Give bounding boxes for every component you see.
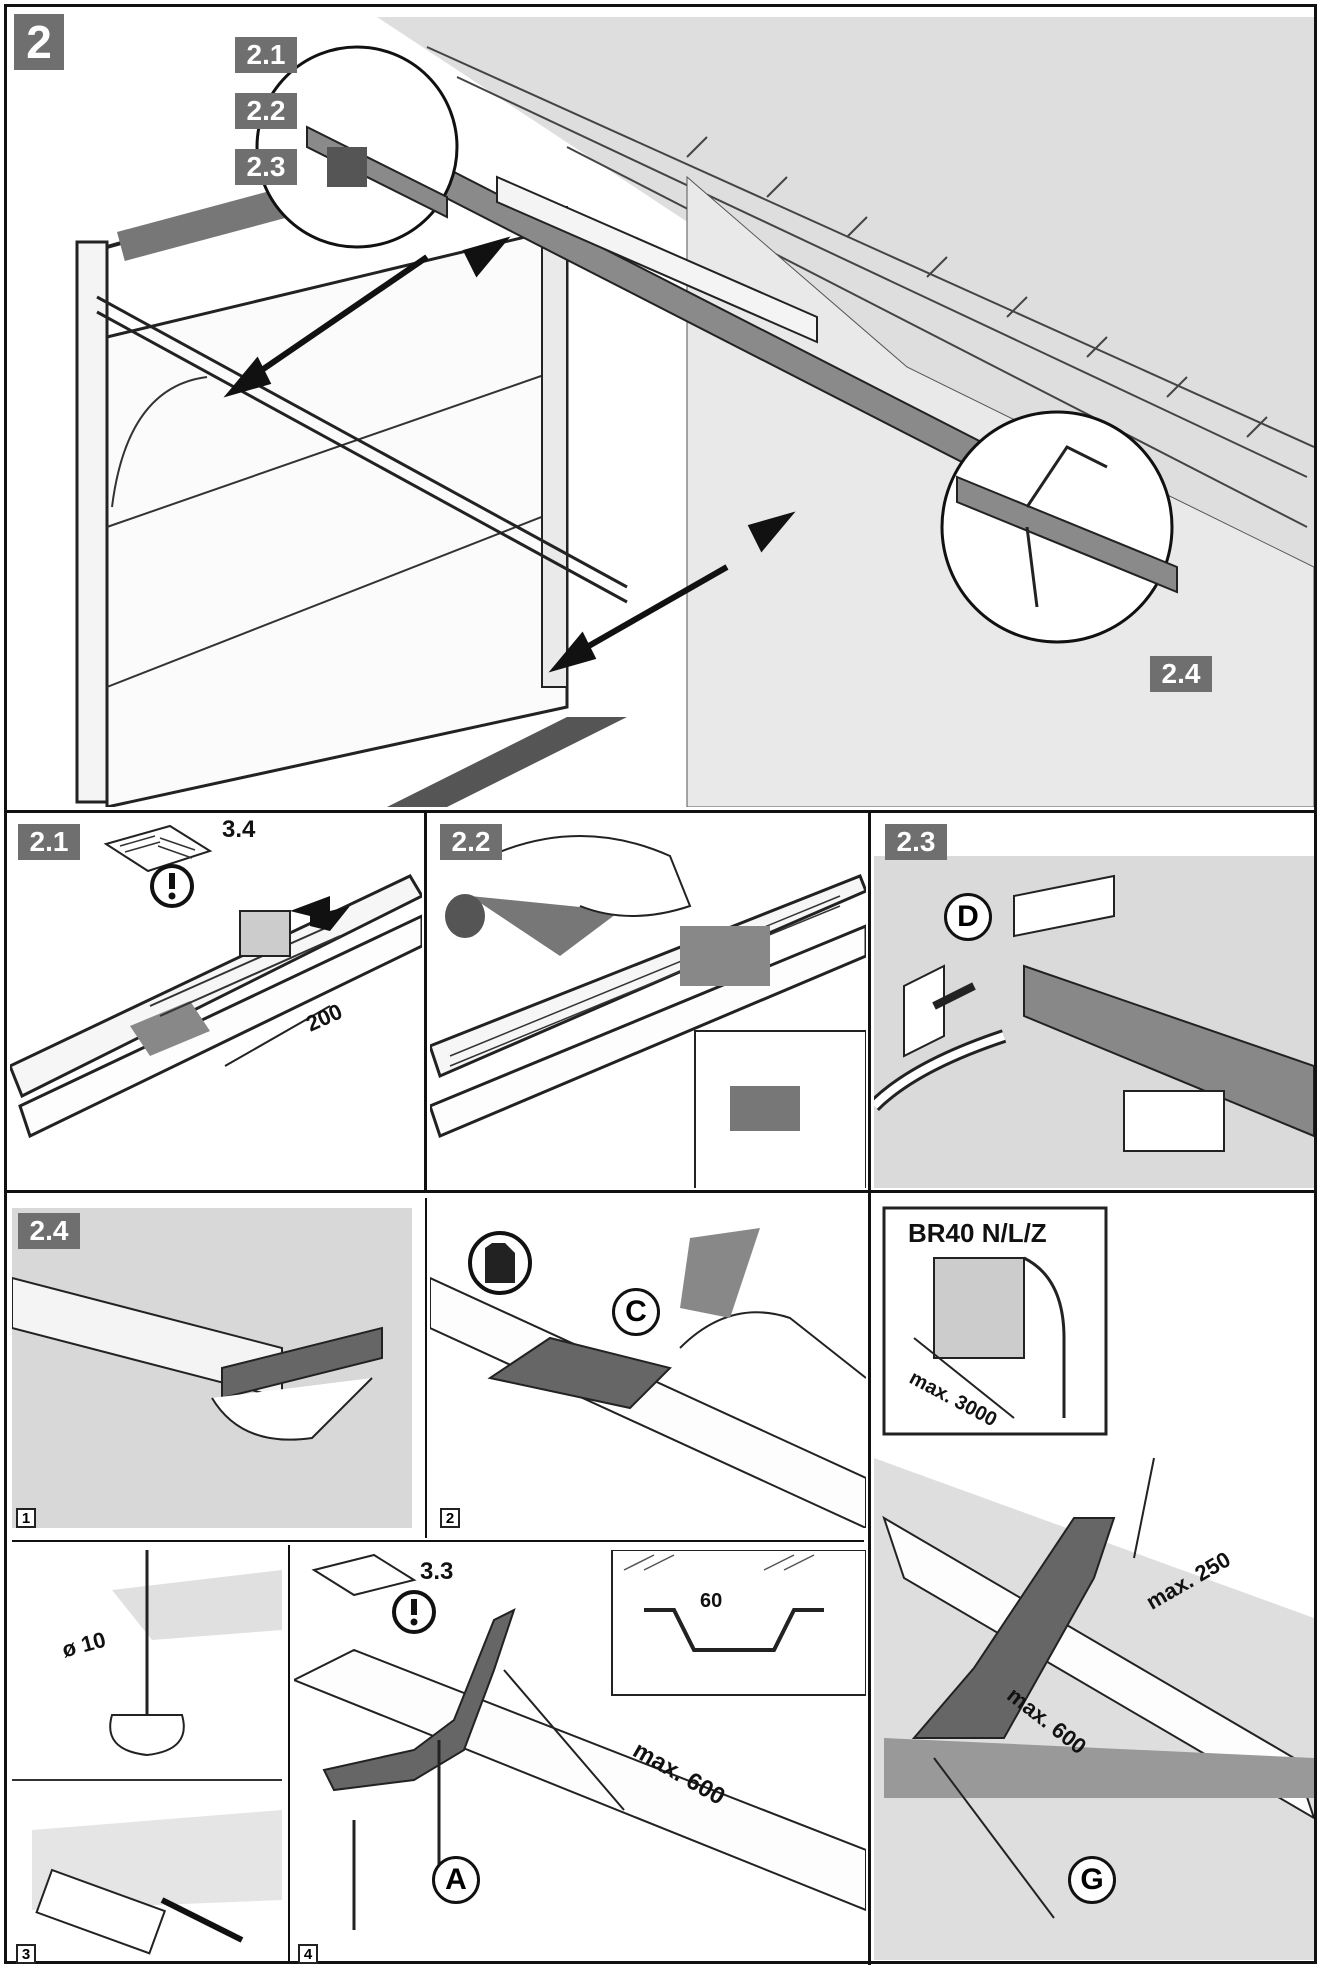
divider-2-4-step-1-2 — [425, 1198, 427, 1538]
panel-2-3-illustration — [874, 856, 1314, 1188]
step-number-3: 3 — [16, 1944, 36, 1964]
substep-tag-2-2: 2.2 — [235, 93, 297, 129]
panel-2-2-illustration — [430, 835, 866, 1188]
gloves-icon — [468, 1231, 532, 1295]
spacing-60: 60 — [700, 1590, 723, 1612]
divider-mid — [4, 1190, 1317, 1193]
warning-icon — [150, 864, 194, 908]
panel-2-4-ref: 3.3 — [420, 1558, 454, 1585]
divider-2-4-rows — [12, 1540, 864, 1542]
panel-br40-illustration — [874, 1206, 1314, 1960]
panel-2-4-tag: 2.4 — [18, 1213, 80, 1249]
panel-2-1-ref: 3.4 — [222, 816, 256, 843]
substep-tag-2-3: 2.3 — [235, 149, 297, 185]
panel-2-4-step-4-illustration — [294, 1550, 866, 1930]
part-label-d: D — [944, 893, 992, 941]
part-label-g: G — [1068, 1856, 1116, 1904]
step-number-4: 4 — [298, 1944, 318, 1964]
substep-tag-2-4: 2.4 — [1150, 656, 1212, 692]
divider-main — [4, 810, 1317, 813]
divider-2-2 — [868, 810, 871, 1192]
part-label-a: A — [432, 1856, 480, 1904]
step-2-tag: 2 — [14, 14, 64, 70]
main-illustration — [75, 17, 1314, 807]
panel-2-1-illustration — [10, 824, 422, 1139]
step-number-1: 1 — [16, 1508, 36, 1528]
figure-frame — [4, 4, 1317, 1964]
substep-tag-2-1: 2.1 — [235, 37, 297, 73]
panel-2-4-step-2-illustration — [430, 1228, 866, 1528]
divider-2-1 — [424, 810, 427, 1192]
panel-2-2-tag: 2.2 — [440, 824, 502, 860]
panel-2-3-tag: 2.3 — [885, 824, 947, 860]
manual-icon-step-4 — [392, 1590, 436, 1634]
divider-2-4-step-3-4 — [288, 1545, 290, 1963]
manual-icon — [103, 824, 213, 873]
part-label-c: C — [612, 1288, 660, 1336]
divider-br40 — [868, 1190, 871, 1965]
br40-title: BR40 N/L/Z — [908, 1218, 1047, 1248]
panel-2-4-step-3-illustration — [12, 1550, 282, 1955]
step-number-2: 2 — [440, 1508, 460, 1528]
panel-2-1-tag: 2.1 — [18, 824, 80, 860]
panel-2-4-step-1-illustration — [12, 1208, 412, 1528]
